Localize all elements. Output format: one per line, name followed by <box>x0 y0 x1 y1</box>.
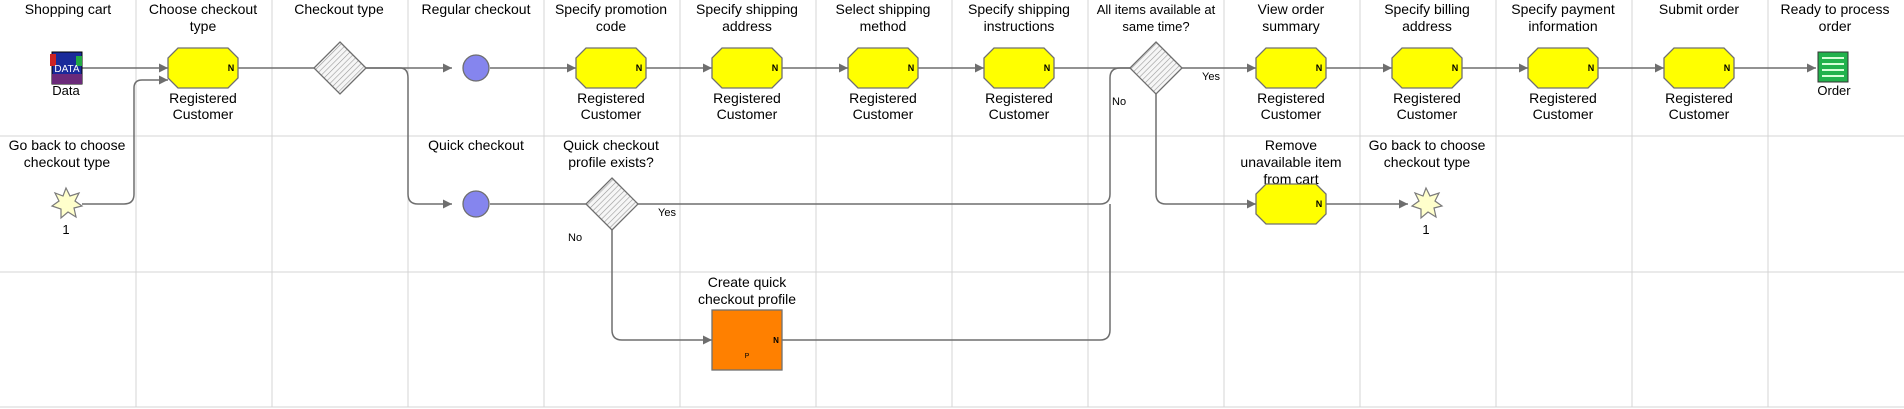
gateway-all-items-available[interactable] <box>1129 41 1183 95</box>
yes-label-profile: Yes <box>658 207 676 219</box>
task-submit-order[interactable]: N <box>1663 47 1735 89</box>
edge-profile-no-to-create <box>611 230 712 345</box>
gateway-checkout-type[interactable] <box>313 41 367 95</box>
task-n-mark: N <box>228 63 235 73</box>
connector-quick-checkout[interactable] <box>462 190 490 218</box>
task-specify-shipping-instructions[interactable]: N <box>983 47 1055 89</box>
row2-title-quick-checkout: Quick checkout <box>428 137 524 153</box>
task-select-shipping-method[interactable]: N <box>847 47 919 89</box>
event-go-back-star-icon[interactable] <box>50 186 84 220</box>
task-n-mark: N <box>1452 63 1459 73</box>
event-number: 1 <box>1422 222 1429 237</box>
task-n-mark: N <box>1316 199 1323 209</box>
edge-profile-yes-to-available <box>638 67 1130 205</box>
task-specify-billing-address[interactable]: N <box>1391 47 1463 89</box>
col-title-submit-order: Submit order <box>1659 1 1739 17</box>
yes-label-available: Yes <box>1202 71 1220 83</box>
task-remove-unavailable-item[interactable]: N <box>1255 183 1327 225</box>
data-document-icon[interactable]: DATA <box>50 51 83 85</box>
col-title-regular-checkout: Regular checkout <box>422 1 531 17</box>
task-n-mark: N <box>1588 63 1595 73</box>
task-n-mark: N <box>908 63 915 73</box>
col-title-checkout-type: Checkout type <box>294 1 384 17</box>
edge-available-no-to-remove <box>1155 94 1256 209</box>
event-number: 1 <box>62 222 69 237</box>
task-specify-payment-information[interactable]: N <box>1527 47 1599 89</box>
task-create-quick-checkout-profile[interactable]: N P <box>711 309 783 371</box>
task-n-mark: N <box>1044 63 1051 73</box>
task-n-mark: N <box>772 63 779 73</box>
task-specify-promotion-code[interactable]: N <box>575 47 647 89</box>
no-label-profile: No <box>568 232 582 244</box>
edge-create-to-available <box>782 204 1111 341</box>
task-n-mark: N <box>1724 63 1731 73</box>
no-label-available: No <box>1112 96 1126 108</box>
task-specify-shipping-address[interactable]: N <box>711 47 783 89</box>
edge-gateway-to-quick <box>366 67 452 209</box>
task-n-mark: N <box>636 63 643 73</box>
gateway-quick-profile-exists[interactable] <box>585 177 639 231</box>
task-view-order-summary[interactable]: N <box>1255 47 1327 89</box>
data-label: Data <box>52 83 80 98</box>
data-icon-text: DATA <box>54 64 80 75</box>
order-label: Order <box>1817 83 1851 98</box>
connector-regular-checkout[interactable] <box>462 54 490 82</box>
event-go-back-star-icon[interactable] <box>1410 186 1444 220</box>
flow-edges <box>82 63 1816 345</box>
task-n-mark: N <box>1316 63 1323 73</box>
col-title-shopping-cart: Shopping cart <box>25 1 112 17</box>
task-choose-checkout-type[interactable]: N <box>167 47 239 89</box>
task-n-mark: N <box>773 336 779 345</box>
edge-goback-to-choose <box>82 75 168 205</box>
task-p-mark: P <box>745 353 750 360</box>
order-document-icon[interactable] <box>1817 51 1849 83</box>
